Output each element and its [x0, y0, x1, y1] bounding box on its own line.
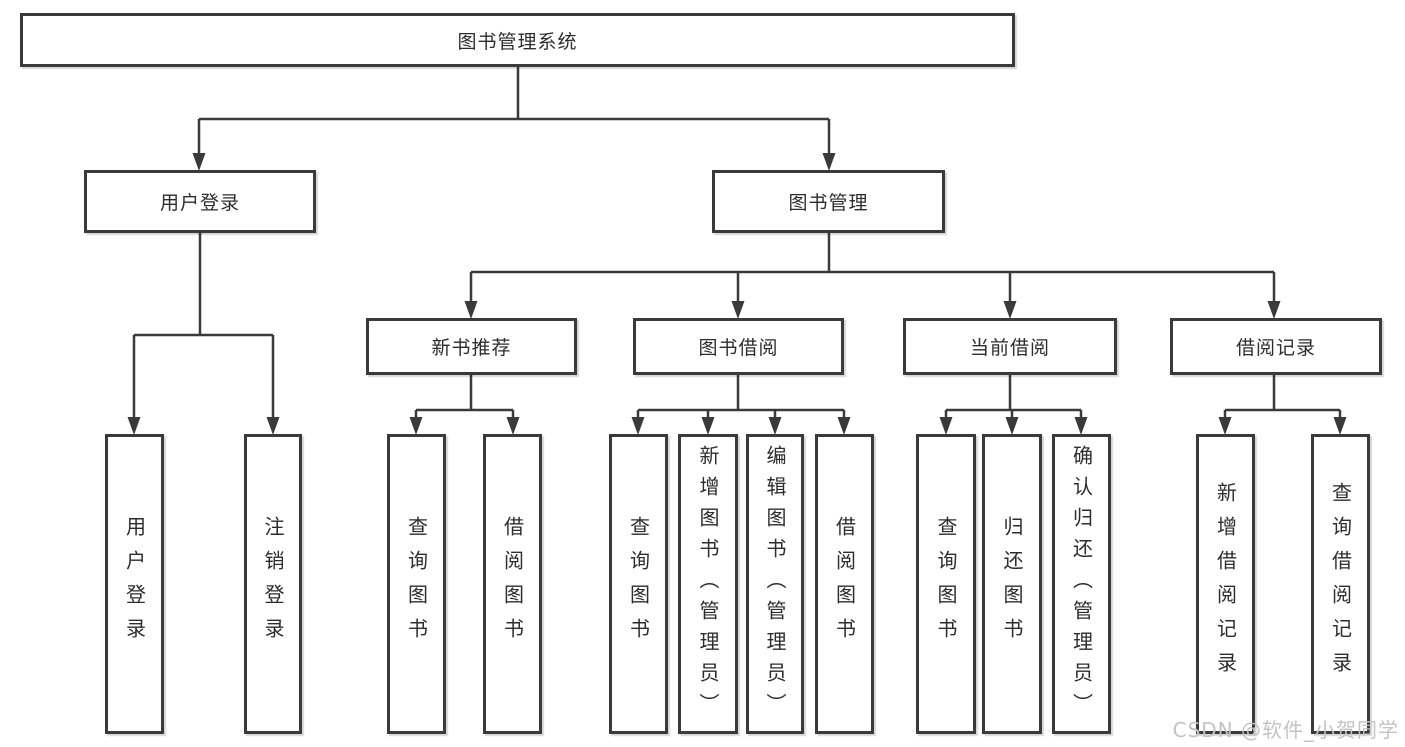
leaf-query-books: 查询图书: [387, 434, 446, 734]
node-root-label: 图书管理系统: [457, 30, 578, 53]
leaf-label: 新增图书（管理员）: [696, 444, 720, 724]
leaf-label: 编辑图书（管理员）: [763, 444, 787, 724]
leaf-borrow-books: 借阅图书: [815, 434, 874, 734]
leaf-edit-books-admin: 编辑图书（管理员）: [746, 434, 804, 734]
leaf-label: 借阅图书: [832, 516, 857, 652]
node-label: 新书推荐: [431, 337, 512, 359]
leaf-label: 用户登录: [122, 516, 147, 652]
leaf-add-borrow-record: 新增借阅记录: [1196, 434, 1255, 734]
node-user-login: 用户登录: [84, 170, 316, 233]
csdn-watermark: CSDN @软件_小贺同学: [1172, 718, 1399, 742]
leaf-query-borrow-record: 查询借阅记录: [1311, 434, 1370, 734]
node-label: 图书借阅: [698, 337, 779, 359]
node-label: 当前借阅: [969, 337, 1050, 359]
leaf-borrow-books: 借阅图书: [483, 434, 542, 734]
leaf-query-books: 查询图书: [609, 434, 668, 734]
node-label: 图书管理: [788, 192, 869, 214]
node-borrow-records: 借阅记录: [1170, 318, 1382, 375]
node-root: 图书管理系统: [20, 13, 1015, 67]
node-label: 用户登录: [159, 192, 240, 214]
leaf-label: 归还图书: [1000, 516, 1024, 652]
leaf-label: 注销登录: [261, 516, 285, 652]
node-new-book-recommend: 新书推荐: [366, 318, 577, 375]
leaf-logout: 注销登录: [244, 434, 302, 734]
leaf-user-login: 用户登录: [105, 434, 164, 734]
node-current-borrow: 当前借阅: [903, 318, 1117, 375]
leaf-label: 查询图书: [934, 516, 958, 652]
node-book-borrow: 图书借阅: [633, 318, 844, 375]
node-label: 借阅记录: [1235, 337, 1316, 359]
leaf-label: 查询图书: [404, 516, 429, 652]
leaf-return-books: 归还图书: [982, 434, 1042, 734]
leaf-add-books-admin: 新增图书（管理员）: [678, 434, 738, 734]
leaf-label: 查询借阅记录: [1328, 482, 1353, 686]
leaf-label: 借阅图书: [500, 516, 525, 652]
leaf-label: 新增借阅记录: [1213, 482, 1238, 686]
leaf-label: 确认归还（管理员）: [1069, 444, 1094, 724]
node-book-management: 图书管理: [712, 170, 945, 233]
leaf-confirm-return-admin: 确认归还（管理员）: [1052, 434, 1111, 734]
leaf-label: 查询图书: [626, 516, 651, 652]
leaf-query-books: 查询图书: [916, 434, 976, 734]
